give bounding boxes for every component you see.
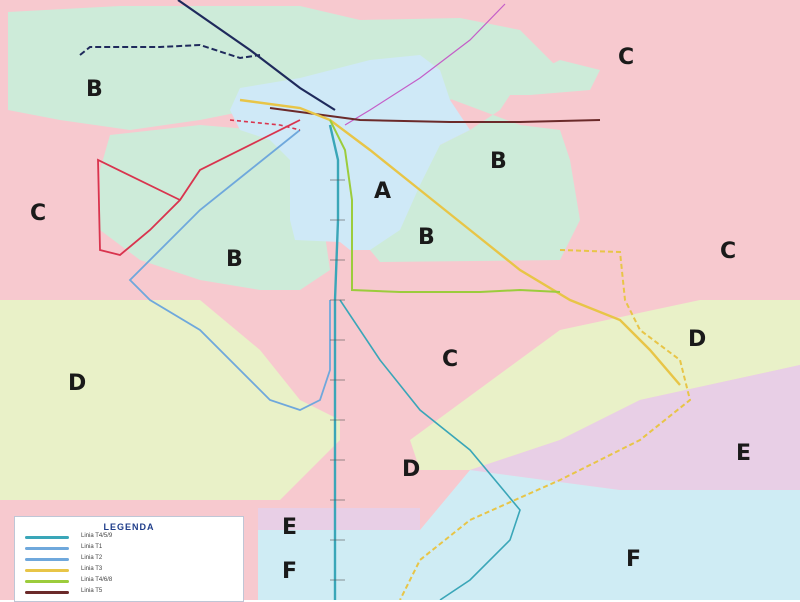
- zone-B-middle-region: [100, 125, 330, 290]
- legend-item: Linia T2: [25, 554, 243, 565]
- zone-label-B-right: B: [490, 149, 507, 174]
- zone-label-C-top: C: [618, 45, 634, 70]
- line-light-blue: [128, 129, 331, 411]
- legend-item-label: Linia T2: [81, 555, 103, 561]
- zone-label-D-left: D: [68, 371, 86, 396]
- zone-label-B-middle: B: [226, 247, 243, 272]
- legend-item: Linia T3: [25, 565, 243, 576]
- zone-label-E-right: E: [736, 441, 751, 466]
- legend-item-label: Linia T4/6/8: [81, 577, 113, 583]
- line-dark-navy: [177, 0, 336, 111]
- legend-item-label: Linia T1: [81, 544, 103, 550]
- line-yellow: [239, 98, 681, 386]
- zone-label-C-left: C: [30, 201, 46, 226]
- zone-label-A: A: [374, 179, 391, 204]
- zone-label-C-middle: C: [442, 347, 458, 372]
- line-red-dashed: [229, 119, 301, 131]
- legend-line-swatch: [25, 569, 69, 572]
- zone-B-right-region: [370, 60, 600, 262]
- zone-label-F-left: F: [282, 559, 297, 584]
- zone-D-right-region: [410, 300, 800, 470]
- zone-label-F-right: F: [626, 547, 641, 572]
- zone-E-right-region: [470, 365, 800, 490]
- zone-label-C-right: C: [720, 239, 736, 264]
- line-yellow-dashed: [399, 249, 692, 600]
- legend-item-label: Linia T5: [81, 588, 103, 594]
- legend-line-swatch: [25, 558, 69, 561]
- legend-item-label: Linia T4/5/9: [81, 533, 113, 539]
- legend-line-swatch: [25, 591, 69, 594]
- zone-F-region: [258, 470, 800, 600]
- zone-label-B-top: B: [86, 77, 103, 102]
- zone-D-left-region: [0, 300, 340, 500]
- line-maroon: [269, 107, 601, 123]
- zone-label-E-left: E: [282, 515, 297, 540]
- line-red: [97, 119, 301, 256]
- legend-item: Linia T4/6/8: [25, 576, 243, 587]
- line-teal-diagonal: [339, 299, 521, 600]
- line-green: [329, 119, 561, 293]
- zone-label-D-right: D: [688, 327, 706, 352]
- legend-item: Linia T4/5/9: [25, 532, 243, 543]
- line-pink: [344, 3, 506, 126]
- legend-title: LEGENDA: [103, 522, 155, 532]
- legend-item: Linia T5: [25, 587, 243, 598]
- legend-item: Linia T1: [25, 543, 243, 554]
- legend-item-label: Linia T3: [81, 566, 103, 572]
- line-dashed-navy: [79, 43, 261, 60]
- zone-label-B-center: B: [418, 225, 435, 250]
- zone-A-region: [230, 55, 470, 250]
- zone-E-left-region: [258, 508, 420, 530]
- station-markers: [330, 179, 345, 581]
- legend-line-swatch: [25, 547, 69, 550]
- legend-line-swatch: [25, 536, 69, 539]
- zone-label-D-center: D: [402, 457, 420, 482]
- legend-line-swatch: [25, 580, 69, 583]
